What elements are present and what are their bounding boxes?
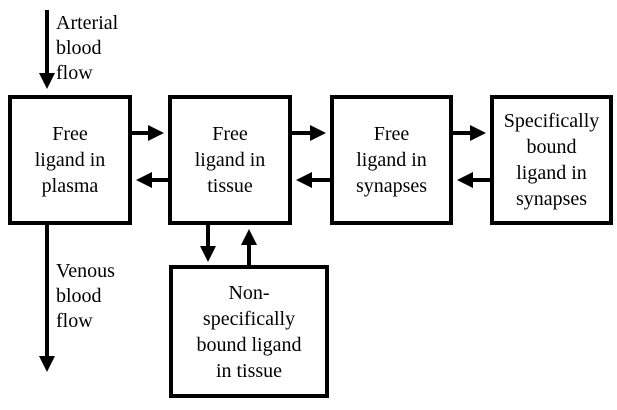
arterial-blood-flow-label: Arterial blood flow (56, 12, 119, 84)
free-ligand-plasma-box: Free ligand in plasma (8, 95, 132, 225)
free-ligand-tissue-box: Free ligand in tissue (168, 95, 292, 225)
specifically-bound-ligand-synapses-box: Specifically bound ligand in synapses (490, 95, 613, 225)
nonspecifically-bound-ligand-tissue-box: Non- specifically bound ligand in tissue (169, 265, 329, 398)
venous-blood-flow-label: Venous blood flow (56, 260, 115, 332)
free-ligand-synapses-box: Free ligand in synapses (330, 95, 453, 225)
